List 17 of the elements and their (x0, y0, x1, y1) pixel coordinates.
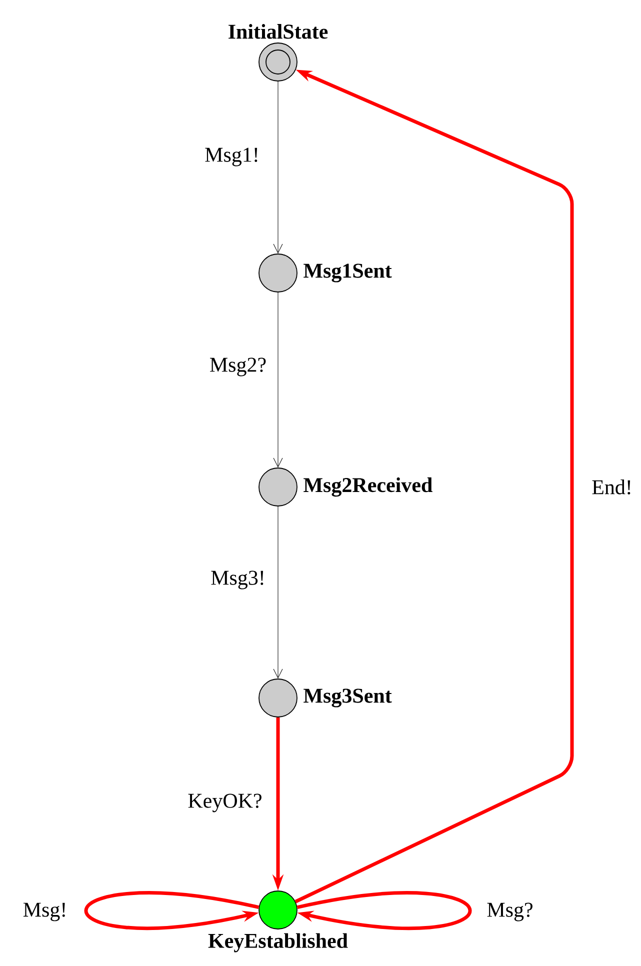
arrow (84, 891, 260, 930)
state-label: InitialState (228, 24, 328, 39)
state-label: KeyEstablished (208, 933, 348, 952)
edge-label: Msg3! (208, 568, 268, 592)
arrow (273, 81, 283, 254)
edge-label: Msg! (20, 900, 70, 924)
edge-label: Msg2? (207, 356, 269, 378)
edge-label: Msg1! (202, 146, 262, 168)
state-label: Msg2Received (304, 477, 432, 497)
arrow (273, 292, 283, 468)
arrow (296, 891, 472, 930)
edge-label: KeyOK? (186, 792, 264, 814)
arrow (273, 506, 283, 678)
edge-label: Msg? (484, 900, 536, 924)
state-label: Msg3Sent (304, 688, 392, 708)
edge-label: End! (590, 478, 634, 496)
state-label: Msg1Sent (304, 264, 392, 282)
